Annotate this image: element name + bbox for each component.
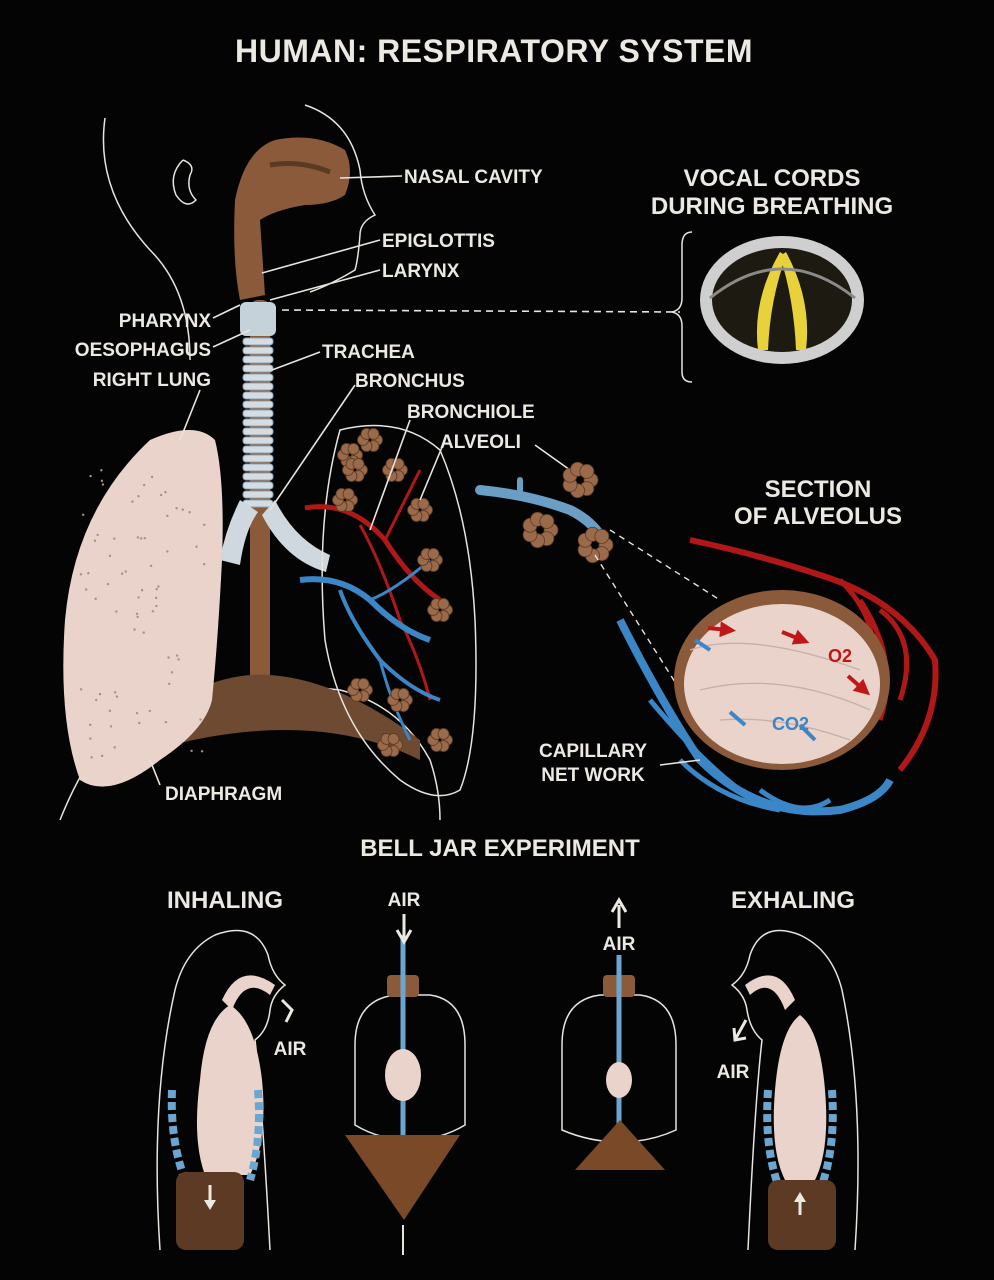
label-air-inhale-person: AIR [274,1039,307,1060]
arrow-down-icon [395,914,413,945]
label-co2: CO2 [772,714,809,734]
lung-texture [79,469,206,759]
back-of-head-outline [102,117,191,361]
bell-jar-title: BELL JAR EXPERIMENT [360,835,640,862]
label-capillary-line2: NET WORK [541,765,645,786]
alveoli-sacs [522,461,614,564]
label-oesophagus: OESOPHAGUS [75,340,211,361]
label-epiglottis: EPIGLOTTIS [382,231,495,252]
label-exhaling: EXHALING [731,887,855,914]
right-lung-shape [63,430,223,787]
label-diaphragm: DIAPHRAGM [165,784,282,805]
right-bronchus-shape [220,500,258,565]
label-o2: O2 [828,646,852,666]
label-right-lung: RIGHT LUNG [93,370,211,391]
ear-icon [172,159,198,205]
inhaling-figure [156,929,294,1251]
bell-jar-inhale [345,935,466,1255]
vocal-cords-brace [671,231,693,383]
left-bronchus-shape [262,500,330,572]
label-alveoli: ALVEOLI [440,432,521,453]
arrow-up-icon [610,897,628,928]
alveolus-section-illustration [616,537,939,816]
nasal-cavity-shape [234,137,350,300]
alveolus-title-line2: OF ALVEOLUS [734,503,902,530]
alveoli-clusters [332,428,453,757]
label-bronchus: BRONCHUS [355,371,465,392]
label-air-exhale-person: AIR [717,1062,750,1083]
bronchiole-branch [475,477,605,540]
label-air-jar-in: AIR [388,890,421,911]
diagram-title: HUMAN: RESPIRATORY SYSTEM [235,33,753,69]
vocal-cords-illustration [700,236,864,364]
trachea-shape [242,337,274,508]
alveolus-title-line1: SECTION [765,476,872,503]
label-lines [149,175,681,786]
label-pharynx: PHARYNX [119,311,212,332]
label-capillary-line1: CAPILLARY [539,741,647,762]
face-profile-outline [304,104,377,293]
exhaling-figure [730,929,859,1251]
label-air-jar-out: AIR [603,934,636,955]
larynx-shape [240,302,276,336]
torso-figure [59,104,477,821]
label-larynx: LARYNX [382,261,460,282]
label-inhaling: INHALING [167,887,283,914]
vocal-cords-title-line1: VOCAL CORDS [684,165,861,192]
vocal-cords-title-line2: DURING BREATHING [651,193,893,220]
label-trachea: TRACHEA [322,342,415,363]
label-nasal-cavity: NASAL CAVITY [404,167,543,188]
nasal-turbinate [269,161,331,175]
blood-vessels [299,469,442,741]
label-bronchiole: BRONCHIOLE [407,402,535,423]
bell-jar-exhale [561,955,677,1170]
left-lung-outline [321,424,477,797]
